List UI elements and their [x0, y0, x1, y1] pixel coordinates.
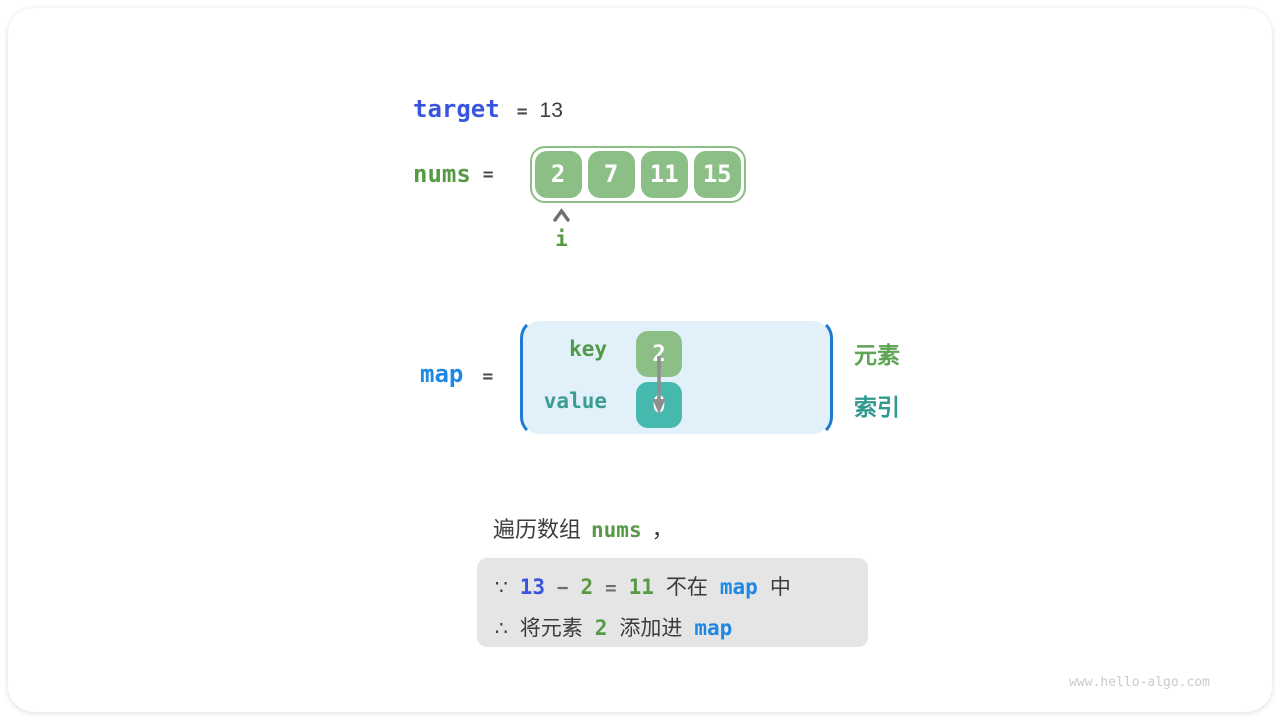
element-number: 2 — [594, 616, 608, 640]
index-side-label: 索引 — [854, 394, 900, 420]
element-side-label: 元素 — [854, 342, 900, 368]
therefore-symbol: ∴ — [495, 618, 508, 640]
map-container: key value 2 0 — [520, 318, 833, 437]
equals-sign: = — [516, 101, 528, 122]
map-key-cell: 2 — [636, 331, 682, 377]
nums-array-cell: 2 — [534, 150, 582, 198]
map-key-cell-wrap: 2 — [636, 331, 682, 377]
equals-sign: = — [605, 577, 617, 599]
nums-array-cell: 15 — [693, 150, 741, 198]
target-number: 13 — [519, 575, 546, 599]
map-code-ref: map — [694, 616, 733, 640]
add-into-text: 添加进 — [619, 617, 683, 640]
equals-sign: = — [482, 366, 494, 387]
minus-sign: − — [557, 577, 569, 599]
element-number: 2 — [580, 575, 594, 599]
index-pointer-caret-icon — [552, 208, 571, 223]
caption-prefix: 遍历数组 — [493, 517, 582, 542]
index-pointer-label: i — [555, 227, 568, 251]
nums-assignment: nums = 2 7 11 15 — [413, 145, 746, 203]
zhong-text: 中 — [769, 576, 791, 599]
target-assignment: target = 13 — [413, 95, 563, 123]
equals-sign: = — [482, 163, 494, 185]
reason-line-2: ∴ 将元素 2 添加进 map — [495, 612, 868, 642]
reasoning-note-box: ∵ 13 − 2 = 11 不在 map 中 ∴ 将元素 2 添加进 map — [477, 558, 868, 647]
map-variable-label: map — [420, 360, 464, 388]
nums-array-container: 2 7 11 15 — [529, 145, 746, 203]
caption-comma: ， — [651, 517, 674, 542]
map-value-label: value — [543, 389, 607, 413]
difference-number: 11 — [628, 575, 654, 599]
nums-array-cell: 7 — [587, 150, 635, 198]
target-value: 13 — [539, 99, 563, 122]
because-symbol: ∵ — [495, 577, 508, 599]
add-element-text: 将元素 — [519, 617, 583, 640]
nums-array-cell: 11 — [640, 150, 688, 198]
caption-nums-code: nums — [591, 518, 642, 542]
site-watermark: www.hello-algo.com — [1069, 675, 1210, 690]
not-in-text: 不在 — [665, 576, 708, 599]
map-assignment: map = — [420, 360, 493, 388]
caption-line: 遍历数组 nums ， — [493, 512, 674, 544]
map-key-label: key — [569, 337, 607, 361]
map-code-ref: map — [719, 575, 758, 599]
target-variable-label: target — [413, 95, 500, 123]
reason-line-1: ∵ 13 − 2 = 11 不在 map 中 — [495, 571, 868, 601]
key-to-value-arrow-icon — [650, 354, 668, 423]
nums-variable-label: nums — [413, 160, 471, 188]
